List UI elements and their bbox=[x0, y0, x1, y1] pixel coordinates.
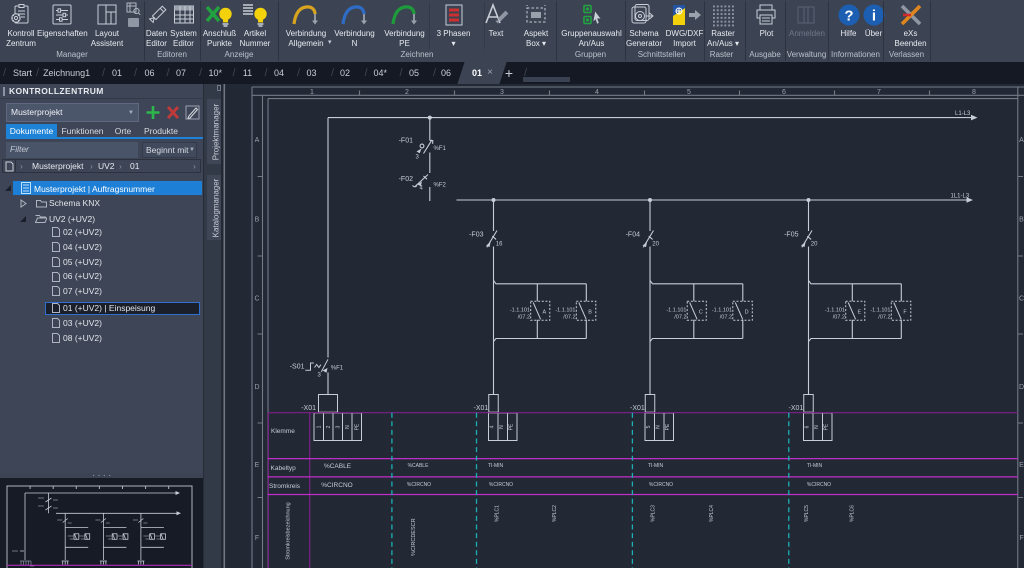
svg-text:1L1-L3: 1L1-L3 bbox=[951, 193, 970, 199]
svg-text:-1.1.101: -1.1.101 bbox=[666, 308, 686, 314]
svg-text:C: C bbox=[1019, 296, 1024, 303]
svg-text:TI-MIN: TI-MIN bbox=[488, 463, 504, 469]
svg-text:i: i bbox=[871, 8, 875, 25]
svg-text:6: 6 bbox=[804, 425, 810, 428]
svg-text:%F2: %F2 bbox=[434, 183, 447, 189]
svg-text:-F04: -F04 bbox=[626, 232, 641, 239]
svg-text:-F05: -F05 bbox=[784, 232, 799, 239]
svg-text:N: N bbox=[499, 425, 505, 429]
svg-text:/07.2: /07.2 bbox=[674, 315, 686, 321]
svg-text:4: 4 bbox=[489, 425, 495, 428]
svg-text:16: 16 bbox=[496, 242, 503, 248]
svg-text:3: 3 bbox=[318, 373, 322, 379]
svg-text:-F03: -F03 bbox=[469, 232, 484, 239]
svg-text:3: 3 bbox=[416, 155, 420, 161]
svg-text:B: B bbox=[1019, 217, 1024, 224]
svg-text:-F01: -F01 bbox=[399, 138, 414, 145]
svg-text:-1.1.101: -1.1.101 bbox=[712, 308, 732, 314]
svg-text:PE: PE bbox=[665, 423, 671, 430]
svg-text:PE: PE bbox=[355, 423, 361, 430]
svg-text:PE: PE bbox=[508, 423, 514, 430]
svg-text:%CIRCNO: %CIRCNO bbox=[407, 482, 431, 488]
svg-text:6: 6 bbox=[782, 89, 786, 96]
svg-text:%F1: %F1 bbox=[331, 366, 344, 372]
svg-text:%CIRCNO: %CIRCNO bbox=[489, 482, 513, 488]
svg-text:%PLC4: %PLC4 bbox=[709, 505, 715, 522]
svg-text:E: E bbox=[857, 310, 861, 316]
svg-text:?: ? bbox=[844, 8, 853, 25]
svg-text:A: A bbox=[542, 310, 546, 316]
svg-text:L1-L3: L1-L3 bbox=[955, 111, 971, 117]
svg-text:-1.1.101: -1.1.101 bbox=[510, 308, 530, 314]
svg-text:2: 2 bbox=[405, 89, 409, 96]
svg-text:N: N bbox=[655, 425, 661, 429]
svg-text:A: A bbox=[255, 137, 260, 144]
svg-text:7: 7 bbox=[877, 89, 881, 96]
svg-text:5: 5 bbox=[687, 89, 691, 96]
svg-text:%CABLE: %CABLE bbox=[408, 463, 430, 469]
svg-text:%CABLE: %CABLE bbox=[324, 463, 352, 470]
svg-text:-1.1.101: -1.1.101 bbox=[555, 308, 575, 314]
svg-text:PE: PE bbox=[823, 423, 829, 430]
svg-text:1: 1 bbox=[310, 89, 314, 96]
svg-text:8: 8 bbox=[972, 89, 976, 96]
svg-text:%CIRCNO: %CIRCNO bbox=[321, 482, 352, 489]
svg-text:B: B bbox=[255, 217, 260, 224]
svg-text:-X01: -X01 bbox=[301, 405, 316, 412]
svg-text:TI-MIN: TI-MIN bbox=[648, 463, 664, 469]
svg-text:4: 4 bbox=[595, 89, 599, 96]
svg-text:3: 3 bbox=[336, 425, 342, 428]
svg-text:D: D bbox=[1019, 384, 1024, 391]
svg-text:%PLC5: %PLC5 bbox=[804, 505, 810, 522]
svg-text:%PLC3: %PLC3 bbox=[651, 505, 657, 522]
svg-text:4: 4 bbox=[420, 186, 424, 192]
svg-text:20: 20 bbox=[652, 242, 659, 248]
svg-text:-X01: -X01 bbox=[630, 405, 645, 412]
svg-text:%PLC1: %PLC1 bbox=[495, 505, 501, 522]
svg-text:D: D bbox=[254, 384, 259, 391]
svg-text:F: F bbox=[1019, 535, 1023, 542]
svg-text:A: A bbox=[1019, 137, 1024, 144]
svg-text:/07.2: /07.2 bbox=[518, 315, 530, 321]
svg-text:F: F bbox=[903, 310, 907, 316]
svg-text:E: E bbox=[255, 462, 260, 469]
svg-text:/07.2: /07.2 bbox=[563, 315, 575, 321]
svg-text:TI-MIN: TI-MIN bbox=[807, 463, 823, 469]
svg-text:Stromkreis: Stromkreis bbox=[269, 483, 301, 490]
svg-text:2: 2 bbox=[326, 425, 332, 428]
svg-text:-X01: -X01 bbox=[474, 405, 489, 412]
svg-text:20: 20 bbox=[811, 242, 818, 248]
svg-text:D: D bbox=[745, 310, 749, 316]
svg-text:/07.2: /07.2 bbox=[720, 315, 732, 321]
svg-text:%PLC2: %PLC2 bbox=[552, 505, 558, 522]
svg-text:%CIRCNO: %CIRCNO bbox=[649, 482, 673, 488]
svg-text:1: 1 bbox=[317, 425, 323, 428]
svg-text:-X01: -X01 bbox=[789, 405, 804, 412]
svg-text:%CIRCDESCR: %CIRCDESCR bbox=[411, 518, 417, 556]
svg-text:Kabeltyp: Kabeltyp bbox=[271, 465, 297, 472]
svg-text:B: B bbox=[588, 310, 592, 316]
svg-text:-F02: -F02 bbox=[399, 176, 414, 183]
svg-text:C: C bbox=[254, 296, 259, 303]
svg-text:%CIRCNO: %CIRCNO bbox=[807, 482, 831, 488]
svg-text:%PLC6: %PLC6 bbox=[850, 505, 856, 522]
svg-text:-1.1.101: -1.1.101 bbox=[825, 308, 845, 314]
svg-text:-S01: -S01 bbox=[290, 364, 305, 371]
svg-text:5: 5 bbox=[646, 425, 652, 428]
svg-text:/07.2: /07.2 bbox=[833, 315, 845, 321]
svg-text:-1.1.101: -1.1.101 bbox=[870, 308, 890, 314]
svg-text:Stromkreisbezeichnung: Stromkreisbezeichnung bbox=[286, 502, 292, 559]
svg-text:E: E bbox=[1019, 462, 1024, 469]
svg-text:3: 3 bbox=[500, 89, 504, 96]
svg-text:Klemme: Klemme bbox=[271, 428, 295, 435]
svg-text:N: N bbox=[814, 425, 820, 429]
svg-text:C: C bbox=[699, 310, 703, 316]
svg-text:%F1: %F1 bbox=[434, 146, 447, 152]
svg-text:F: F bbox=[255, 535, 259, 542]
svg-text:/07.2: /07.2 bbox=[878, 315, 890, 321]
svg-text:N: N bbox=[345, 425, 351, 429]
